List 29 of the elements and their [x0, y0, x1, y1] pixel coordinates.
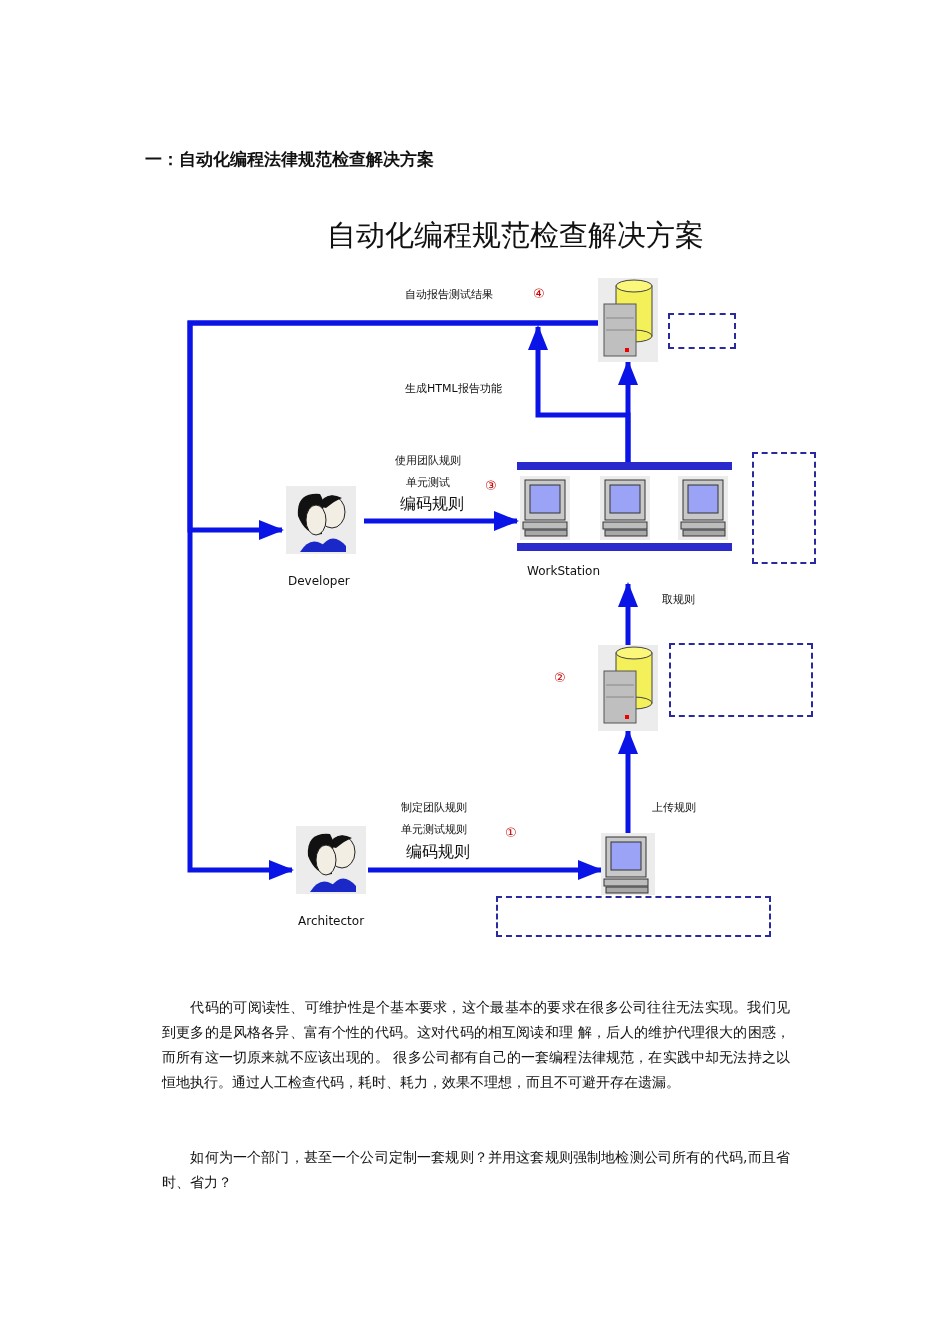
node-label: WorkStation — [527, 564, 601, 578]
arrow — [528, 325, 631, 462]
paragraph: 如何为一个部门，甚至一个公司定制一套规则？并用这套规则强制地检测公司所有的代码,而且省时、省力？ — [162, 1148, 790, 1192]
dashed-box — [752, 452, 816, 564]
arrow — [368, 860, 603, 880]
computer-drawing — [678, 476, 728, 540]
arrow — [364, 511, 519, 531]
computer-drawing — [520, 476, 570, 540]
arrow — [618, 582, 638, 645]
section-heading: 一：自动化编程法律规范检查解决方案 — [145, 148, 434, 171]
rule-label: 编码规则 — [400, 494, 464, 514]
dashed-box — [668, 313, 736, 349]
node-label: Developer — [288, 574, 350, 588]
computer-drawing — [601, 833, 655, 895]
computer-drawing — [600, 476, 650, 540]
step-number: ④ — [533, 286, 545, 301]
node-label: Architector — [298, 914, 365, 928]
step-number: ① — [505, 825, 517, 840]
dashed-box — [496, 896, 771, 937]
diagram-title: 自动化编程规范检查解决方案 — [325, 217, 705, 254]
arrow — [618, 729, 638, 833]
server-drawing — [598, 645, 658, 731]
step-number: ② — [554, 670, 566, 685]
dashed-box — [669, 643, 813, 717]
paragraph: 代码的可阅读性、可维护性是个基本要求，这个最基本的要求在很多公司往往无法实现。我们见到更多的是风格各异、富有个性的代码。这对代码的相互阅读和理 解，后人的维护代理很大的困惑，而所有这一切原来就不应该出现的。 很多公司都有自己的一套编程法律规范，在实践中却无法持之以恒地执行。通过人工检查代码，耗时、耗力，效果不理想，而且不可避开存在遗漏。 — [162, 998, 790, 1092]
server-drawing — [598, 278, 658, 362]
rule-label: 编码规则 — [406, 842, 470, 862]
step-number: ③ — [485, 478, 497, 493]
arrow — [187, 320, 598, 880]
